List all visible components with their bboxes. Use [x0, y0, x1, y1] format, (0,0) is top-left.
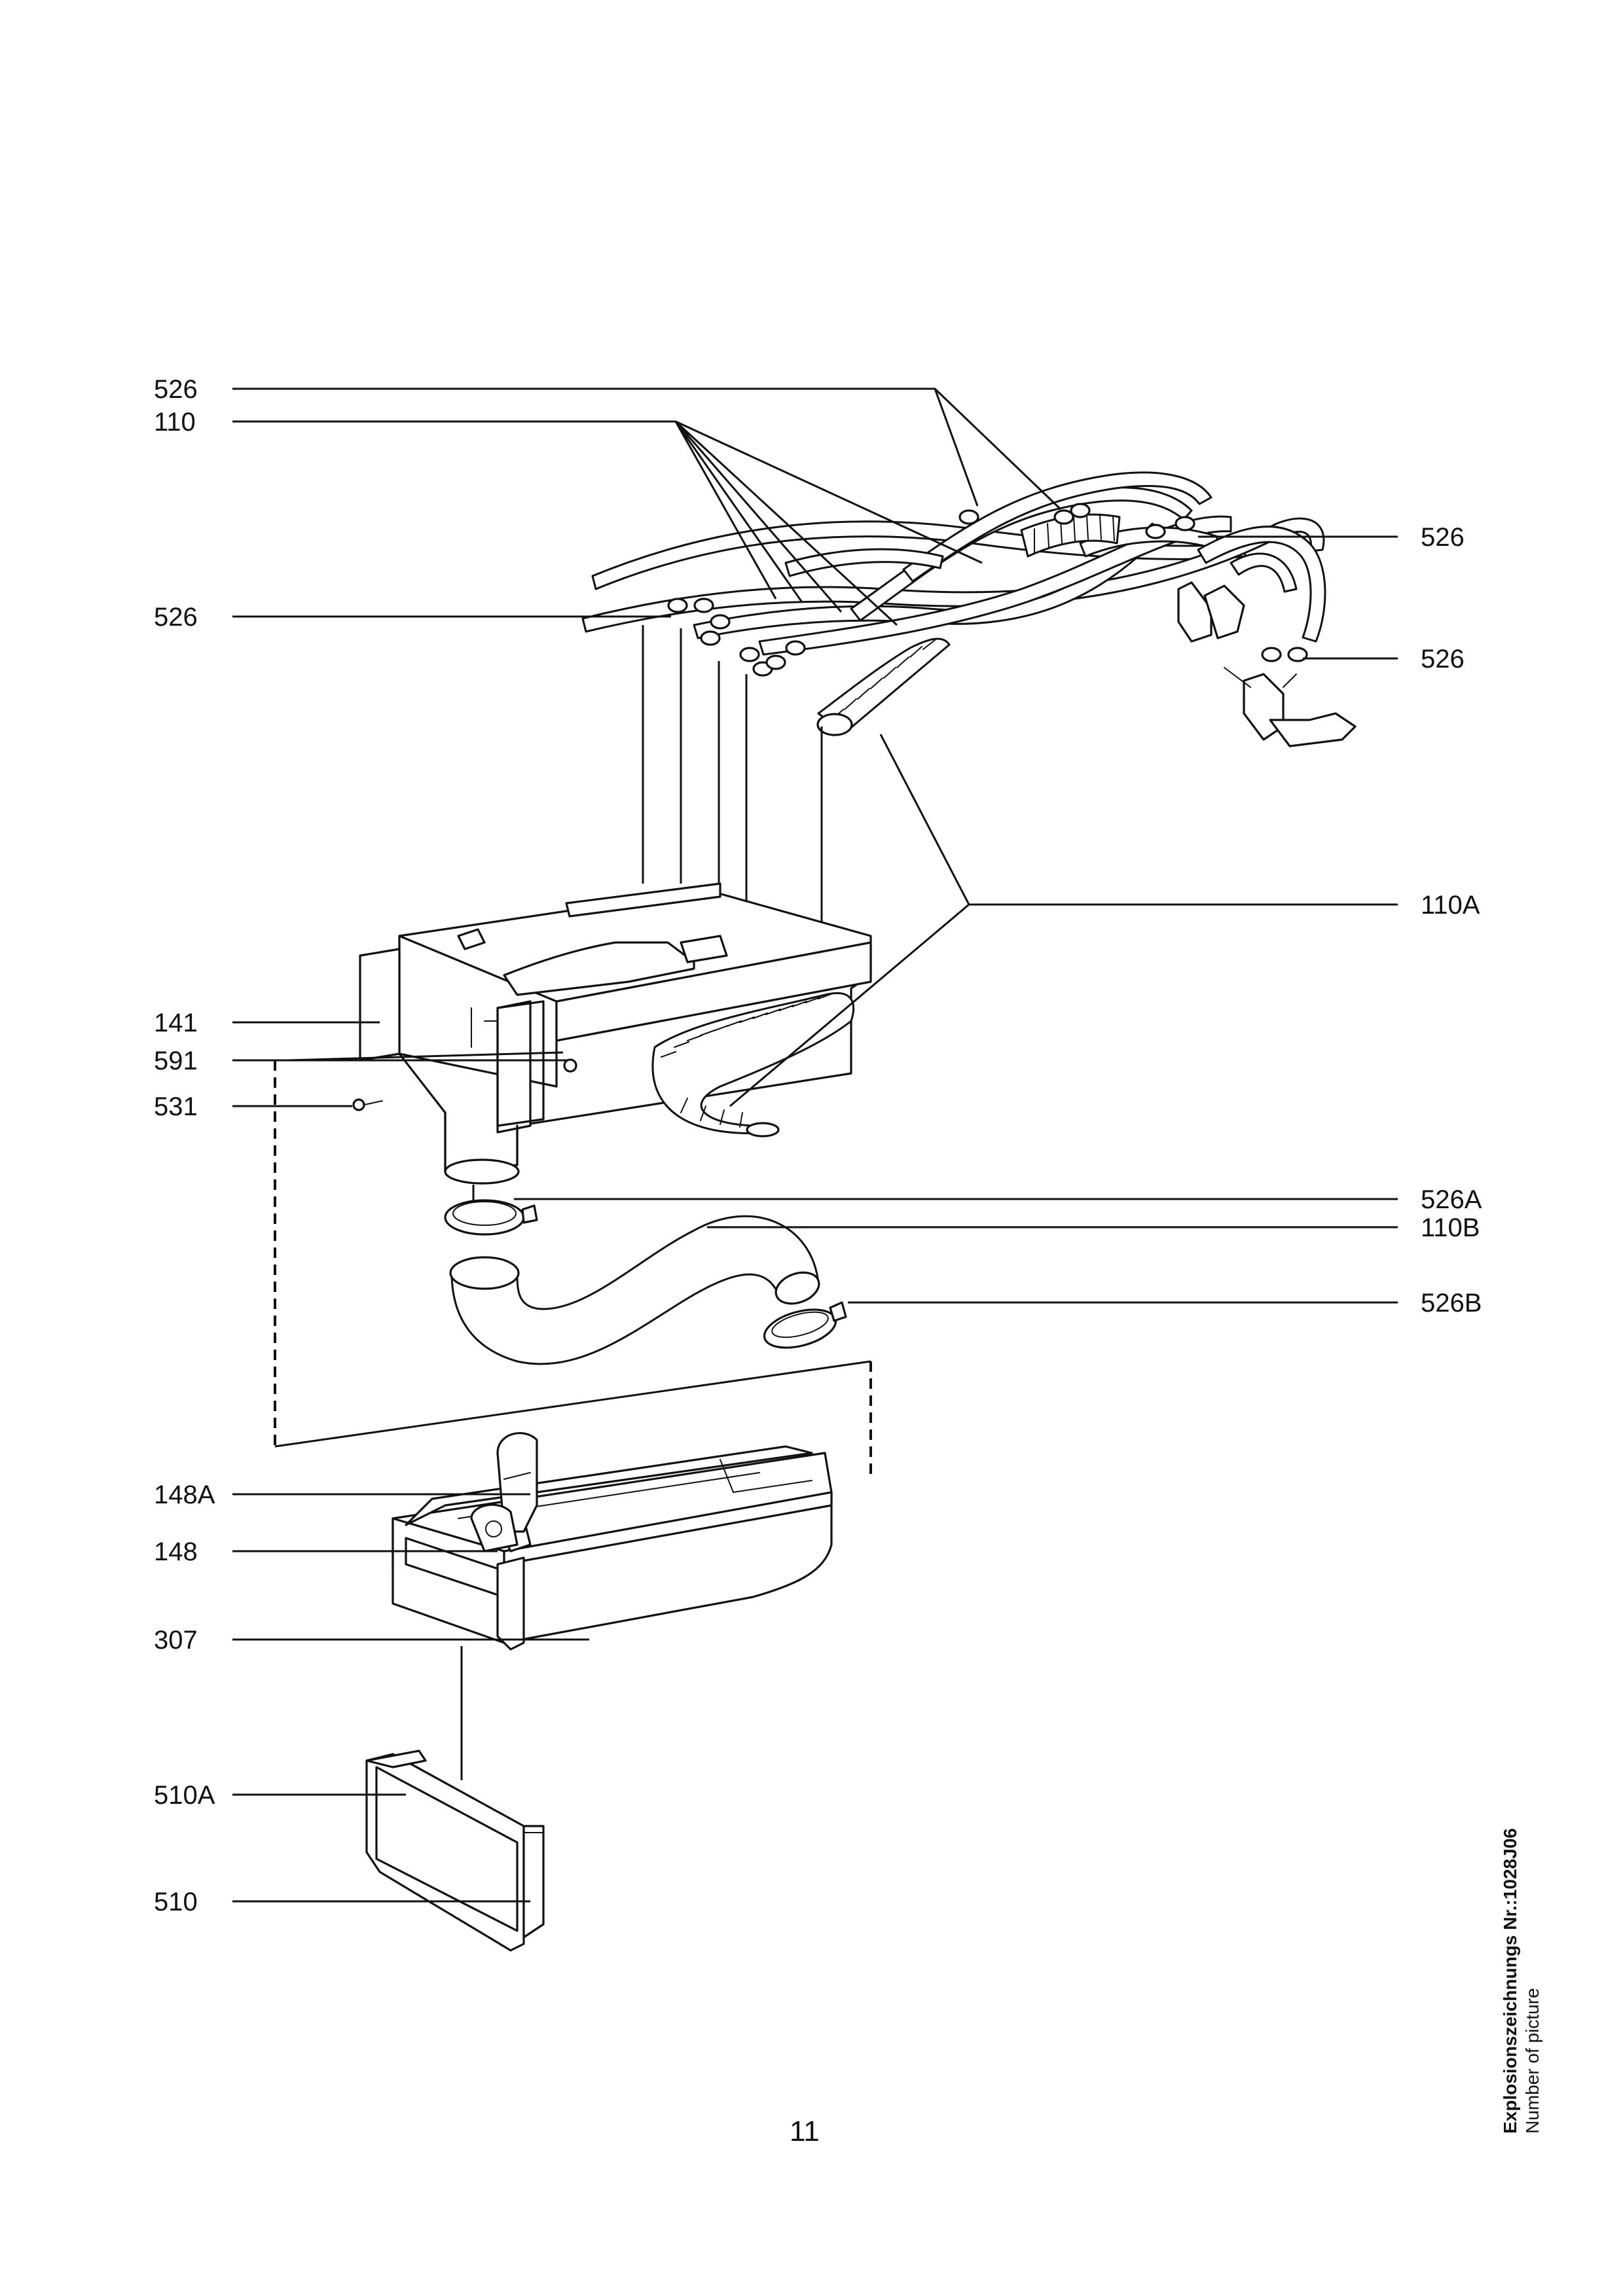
page-number: 11	[790, 2115, 820, 2147]
callout-591: 591	[154, 1047, 198, 1075]
front-panel-510	[365, 1749, 545, 1952]
callout-leaders	[232, 387, 1398, 1903]
corrugated-hose-110A	[651, 992, 855, 1138]
siphon-148	[470, 1503, 519, 1552]
corrugated-hose-upper	[816, 639, 936, 736]
drawing-caption: Explosionszeichnungs Nr.:1028J06 Number …	[1499, 1828, 1544, 2134]
callout-510A: 510A	[154, 1781, 215, 1810]
hose-clamps-526	[667, 503, 1308, 677]
drawer-307	[392, 1445, 833, 1651]
callout-307: 307	[154, 1626, 198, 1655]
drawing-title: Explosionszeichnungs Nr.:1028J06	[1500, 1828, 1520, 2134]
callout-531: 531	[154, 1092, 198, 1121]
callout-110B: 110B	[1421, 1213, 1480, 1242]
callout-526-top: 526	[154, 375, 198, 404]
siphon-cap-148A	[496, 1432, 538, 1533]
callout-510: 510	[154, 1888, 198, 1916]
alignment-dashed-frame	[274, 1060, 872, 1479]
clamp-526A	[444, 1199, 538, 1236]
callout-labels: 526 110 526 526 526 110A 141 591 531 526…	[154, 375, 1482, 1916]
hose-bundle-top	[581, 471, 1357, 747]
callout-148: 148	[154, 1537, 198, 1566]
callout-110A: 110A	[1421, 891, 1480, 920]
callout-148A: 148A	[154, 1480, 215, 1509]
clamp-526B	[763, 1301, 847, 1349]
callout-526B: 526B	[1421, 1289, 1482, 1318]
drawing-subtitle: Number of picture	[1522, 1988, 1542, 2134]
valve-assembly	[1177, 581, 1357, 747]
callout-110: 110	[154, 408, 196, 437]
callout-141: 141	[154, 1009, 198, 1037]
dispenser-housing-141	[352, 882, 872, 1185]
callout-526A: 526A	[1421, 1185, 1482, 1214]
callout-526-right-lower: 526	[1421, 645, 1465, 673]
callout-526-left: 526	[154, 603, 198, 632]
bellows-hose-110B	[449, 1215, 820, 1365]
callout-526-right-upper: 526	[1421, 523, 1465, 552]
